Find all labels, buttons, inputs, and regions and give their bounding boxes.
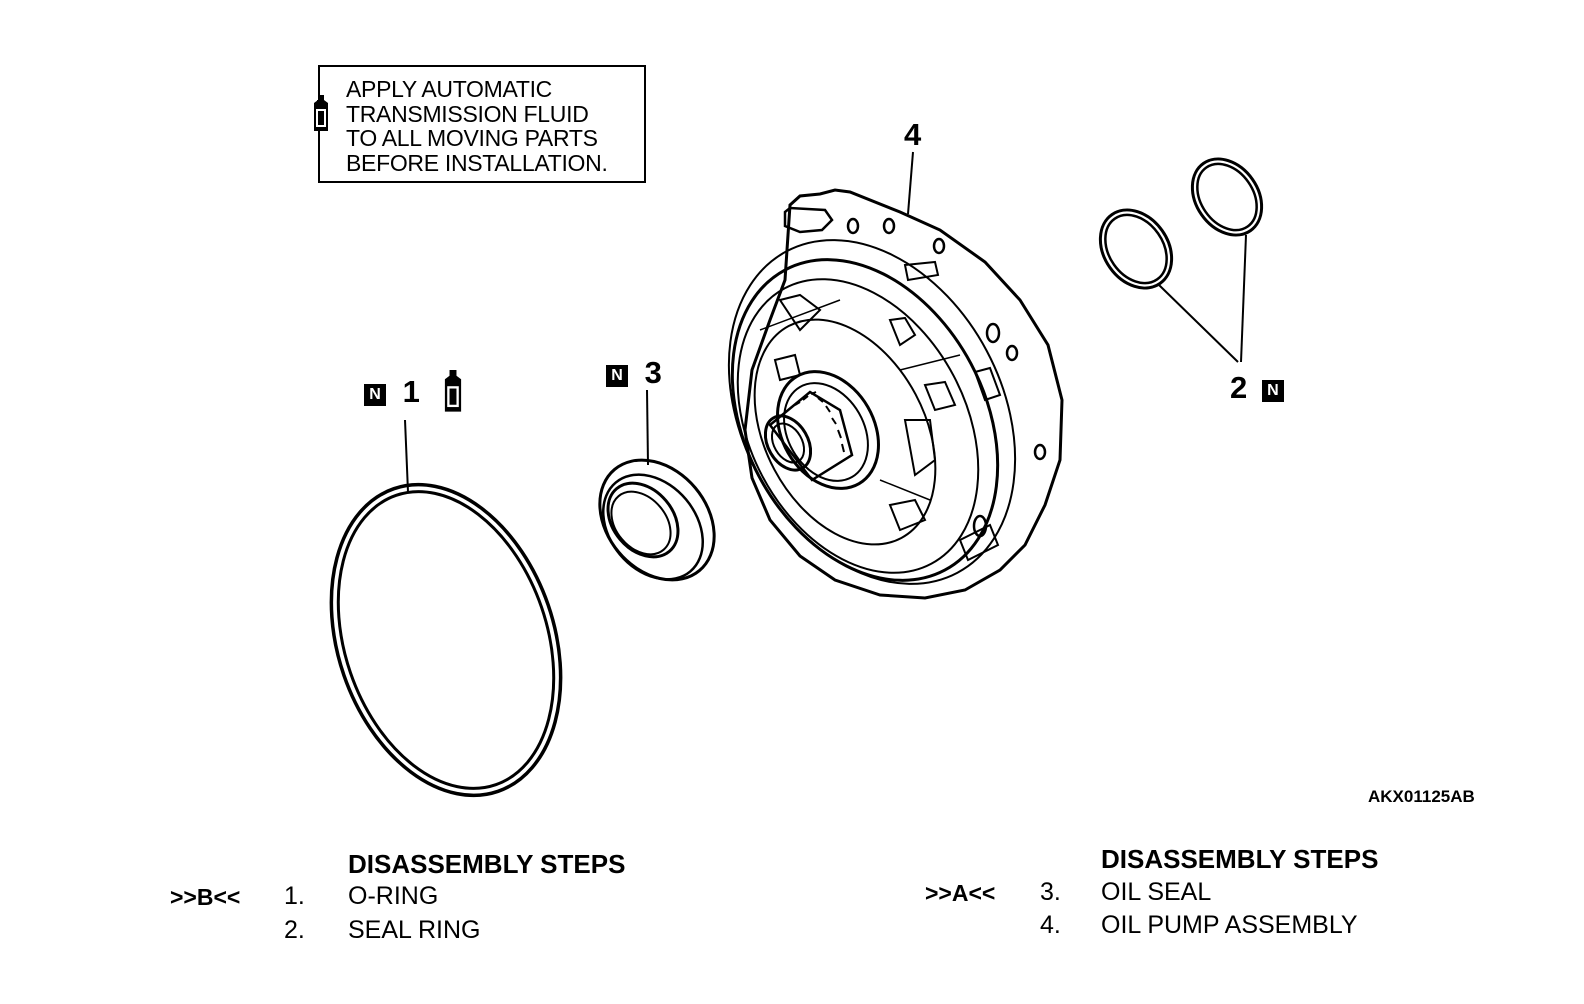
oil-pump-assembly-drawing <box>727 188 1064 600</box>
new-part-badge: N <box>1261 380 1284 402</box>
steps-header: DISASSEMBLY STEPS <box>348 849 626 879</box>
figure-code: AKX01125AB <box>1368 787 1475 806</box>
note-text: APPLY AUTOMATIC TRANSMISSION FLUID TO AL… <box>346 77 608 175</box>
step-number: 3. <box>1040 878 1061 906</box>
fluid-bottle-icon <box>314 95 328 131</box>
step-number: 1. <box>284 882 305 910</box>
new-part-badge: N <box>606 365 628 387</box>
note-line: BEFORE INSTALLATION. <box>346 149 608 176</box>
step-number: 2. <box>284 916 305 944</box>
part-number: 2 <box>1230 370 1248 405</box>
leader-line-part3 <box>646 389 649 466</box>
step-number: 4. <box>1040 911 1061 939</box>
note-line: TO ALL MOVING PARTS <box>346 125 598 151</box>
steps-header: DISASSEMBLY STEPS <box>1101 844 1379 874</box>
callout-part-1: N 1 <box>364 376 420 407</box>
leader-line-part4 <box>907 151 914 215</box>
leader-line-part1 <box>404 419 409 493</box>
leader-lines-part2 <box>1158 234 1247 363</box>
part-number: 1 <box>402 374 420 409</box>
o-ring-drawing <box>329 482 563 798</box>
callout-part-2: 2 N <box>1230 372 1284 403</box>
step-name: OIL SEAL <box>1101 878 1212 906</box>
step-name: O-RING <box>348 882 439 910</box>
note-line: APPLY AUTOMATIC <box>346 76 552 102</box>
callout-part-3: N 3 <box>606 357 662 388</box>
step-name: SEAL RING <box>348 916 481 944</box>
callout-part-4: 4 <box>904 119 921 150</box>
note-line: TRANSMISSION FLUID <box>346 100 589 127</box>
part-number: 3 <box>644 355 662 390</box>
new-part-badge: N <box>364 384 386 406</box>
step-name: OIL PUMP ASSEMBLY <box>1101 911 1358 939</box>
fluid-bottle-icon <box>444 370 462 412</box>
fluid-caution-note: APPLY AUTOMATIC TRANSMISSION FLUID TO AL… <box>314 65 646 183</box>
part-number: 4 <box>904 117 922 152</box>
oil-seal-drawing <box>598 458 716 582</box>
seal-rings-drawing <box>1098 157 1264 290</box>
procedure-mark: >>A<< <box>925 880 996 906</box>
procedure-mark: >>B<< <box>170 884 241 910</box>
